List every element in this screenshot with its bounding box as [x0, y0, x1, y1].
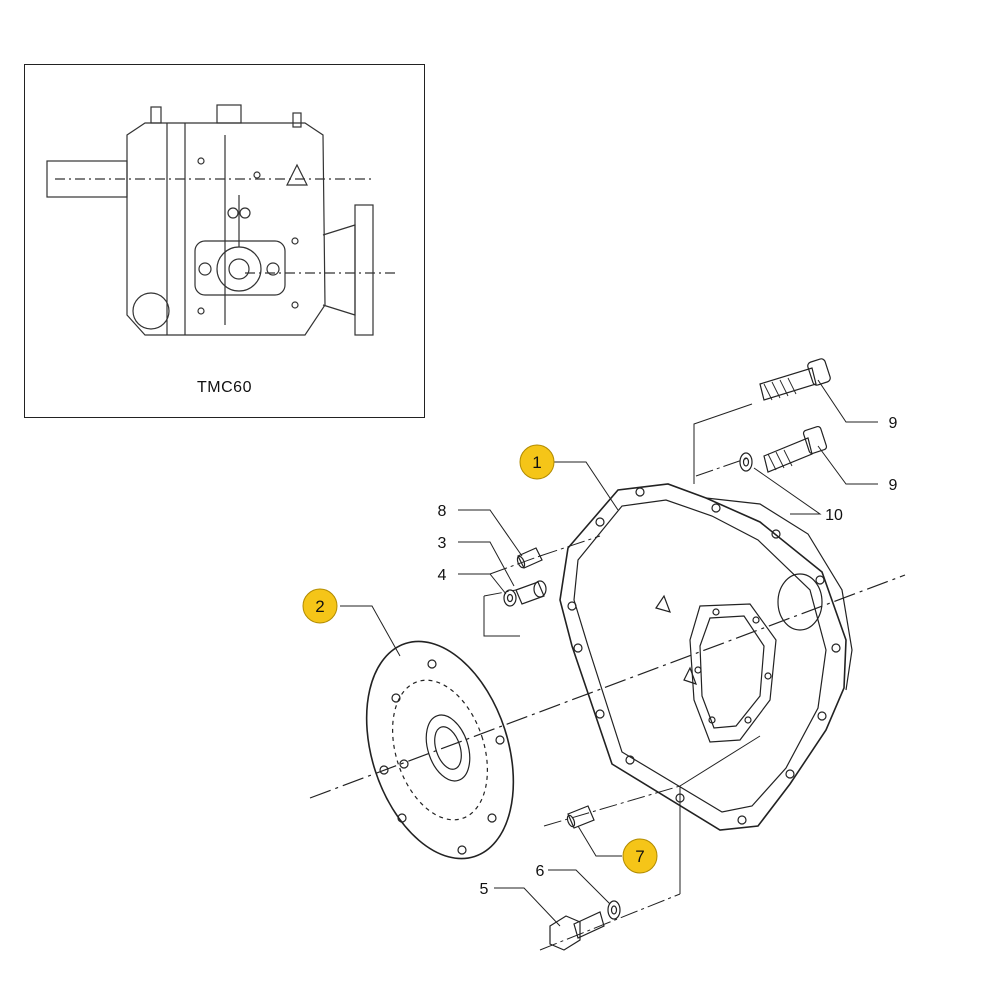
hex-bolt-5 — [549, 911, 605, 951]
washer-6 — [607, 900, 621, 920]
plain-callouts: 8 3 4 9 9 10 6 5 — [438, 415, 898, 898]
callout-5-label: 5 — [480, 881, 489, 898]
gearbox-overview-drawing — [46, 104, 395, 336]
lock-washer-4 — [503, 589, 517, 607]
assembly-connector-lines — [483, 403, 761, 894]
callout-6-label: 6 — [536, 863, 545, 880]
callout-7-label: 7 — [635, 847, 644, 866]
bolt-9-lower — [763, 425, 828, 473]
bell-housing — [559, 483, 853, 831]
leader-lines — [340, 379, 878, 927]
callout-9a-label: 9 — [889, 415, 898, 432]
flex-coupling-disc — [365, 640, 515, 860]
callout-10-label: 10 — [825, 507, 843, 524]
callout-1: 1 — [519, 444, 555, 480]
inset-overview-panel: TMC60 — [24, 64, 425, 418]
inset-caption: TMC60 — [197, 379, 252, 396]
center-axis-line — [309, 574, 906, 799]
bolt-9-upper — [759, 358, 831, 401]
dowel-pin-7 — [566, 805, 595, 829]
callout-2: 2 — [302, 588, 338, 624]
callout-3-label: 3 — [438, 535, 447, 552]
washer-10 — [739, 452, 753, 472]
assembly-guide-lines — [483, 457, 749, 951]
callout-7: 7 — [622, 838, 658, 874]
callout-8-label: 8 — [438, 503, 447, 520]
callout-9b-label: 9 — [889, 477, 898, 494]
callout-2-label: 2 — [315, 597, 324, 616]
dowel-pin-8 — [516, 547, 543, 569]
callout-1-label: 1 — [532, 453, 541, 472]
screw-3 — [515, 580, 547, 605]
callout-4-label: 4 — [438, 567, 447, 584]
